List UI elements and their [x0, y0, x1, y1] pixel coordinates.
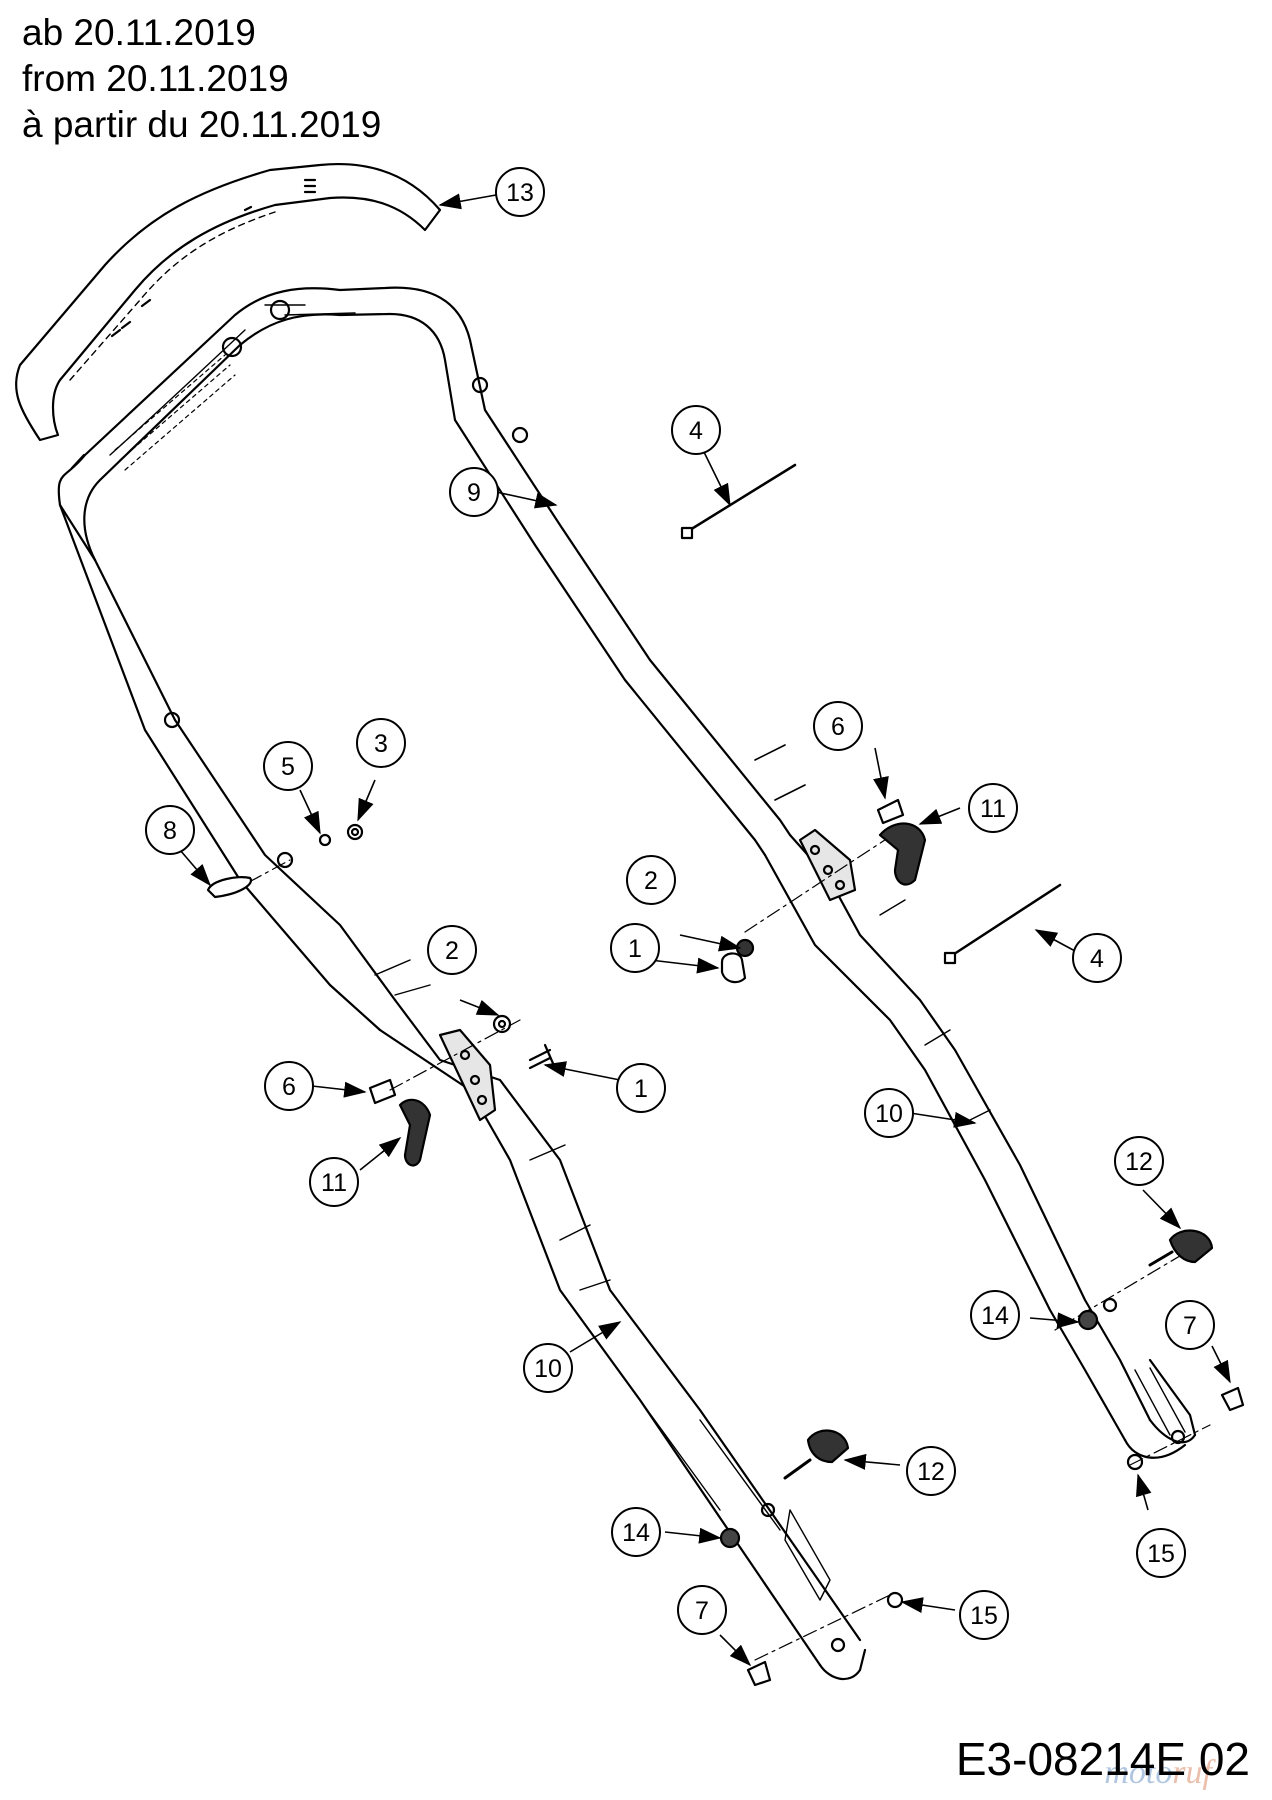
svg-text:2: 2: [445, 937, 459, 965]
svg-text:7: 7: [1183, 1312, 1197, 1340]
leader-arrows: [179, 193, 1231, 1667]
callout-10-right: 10: [864, 1088, 914, 1138]
svg-text:7: 7: [695, 1597, 709, 1625]
svg-text:10: 10: [534, 1355, 562, 1383]
svg-text:5: 5: [281, 753, 295, 781]
svg-text:11: 11: [980, 795, 1006, 823]
callout-1-left: 1: [616, 1063, 666, 1113]
svg-text:4: 4: [689, 417, 703, 445]
svg-text:1: 1: [628, 935, 642, 963]
handle-bracket-left: [438, 1028, 497, 1122]
svg-text:13: 13: [506, 179, 534, 207]
svg-text:6: 6: [831, 713, 845, 741]
watermark-part-2: ruf: [1172, 1754, 1212, 1791]
callout-7-right: 7: [1165, 1300, 1215, 1350]
watermark-part-1: moto: [1104, 1754, 1173, 1791]
foam-grip-part: [15, 163, 442, 442]
svg-text:1: 1: [634, 1075, 648, 1103]
callout-4-right: 4: [1072, 933, 1122, 983]
svg-text:15: 15: [970, 1602, 998, 1630]
lower-handle-left-part: [58, 503, 867, 1681]
callout-5: 5: [263, 741, 313, 791]
callout-12-left: 12: [906, 1446, 956, 1496]
callout-11-left: 11: [309, 1157, 359, 1207]
callout-6-right: 6: [813, 701, 863, 751]
svg-text:6: 6: [282, 1073, 296, 1101]
callout-10-left: 10: [523, 1343, 573, 1393]
svg-text:3: 3: [374, 730, 388, 758]
callout-3: 3: [356, 718, 406, 768]
callout-14-left: 14: [611, 1507, 661, 1557]
svg-text:4: 4: [1090, 945, 1104, 973]
validity-header: ab 20.11.2019 from 20.11.2019 à partir d…: [22, 10, 381, 148]
callout-11-right: 11: [968, 783, 1018, 833]
svg-text:9: 9: [467, 479, 481, 507]
drawing-code: E3-08214E 02: [955, 1733, 1250, 1785]
svg-text:10: 10: [875, 1100, 903, 1128]
callout-7-left: 7: [677, 1585, 727, 1635]
callout-14-right: 14: [970, 1290, 1020, 1340]
callout-4-top: 4: [671, 405, 721, 455]
callout-13: 13: [495, 167, 545, 217]
watermark-logo: motoruf: [1104, 1754, 1212, 1792]
svg-text:14: 14: [622, 1519, 650, 1547]
callout-8: 8: [145, 805, 195, 855]
callout-2-left: 2: [427, 925, 477, 975]
callout-bubbles: 13 9 4 4 6 11 2 1 5 3 8 2 1 6 11 10 10 1…: [145, 167, 1215, 1640]
validity-line-fr: à partir du 20.11.2019: [22, 104, 382, 145]
svg-text:15: 15: [1147, 1540, 1175, 1568]
callout-6-left: 6: [264, 1061, 314, 1111]
svg-text:14: 14: [981, 1302, 1009, 1330]
upper-handle-part: [57, 286, 806, 857]
hardware-parts: [206, 463, 1245, 1687]
svg-text:12: 12: [1125, 1148, 1153, 1176]
callout-1-right: 1: [610, 923, 660, 973]
assembly-axes: [224, 829, 1211, 1661]
callout-15-right: 15: [1136, 1528, 1186, 1578]
callout-15-left: 15: [959, 1590, 1009, 1640]
svg-text:11: 11: [321, 1169, 347, 1197]
svg-text:2: 2: [644, 867, 658, 895]
validity-line-de: ab 20.11.2019: [22, 12, 256, 53]
validity-line-en: from 20.11.2019: [22, 58, 289, 99]
svg-text:12: 12: [917, 1458, 945, 1486]
handle-bracket-right: [798, 828, 857, 902]
svg-text:8: 8: [163, 817, 177, 845]
callout-2-right: 2: [626, 855, 676, 905]
callout-12-right: 12: [1114, 1136, 1164, 1186]
callout-9: 9: [449, 467, 499, 517]
